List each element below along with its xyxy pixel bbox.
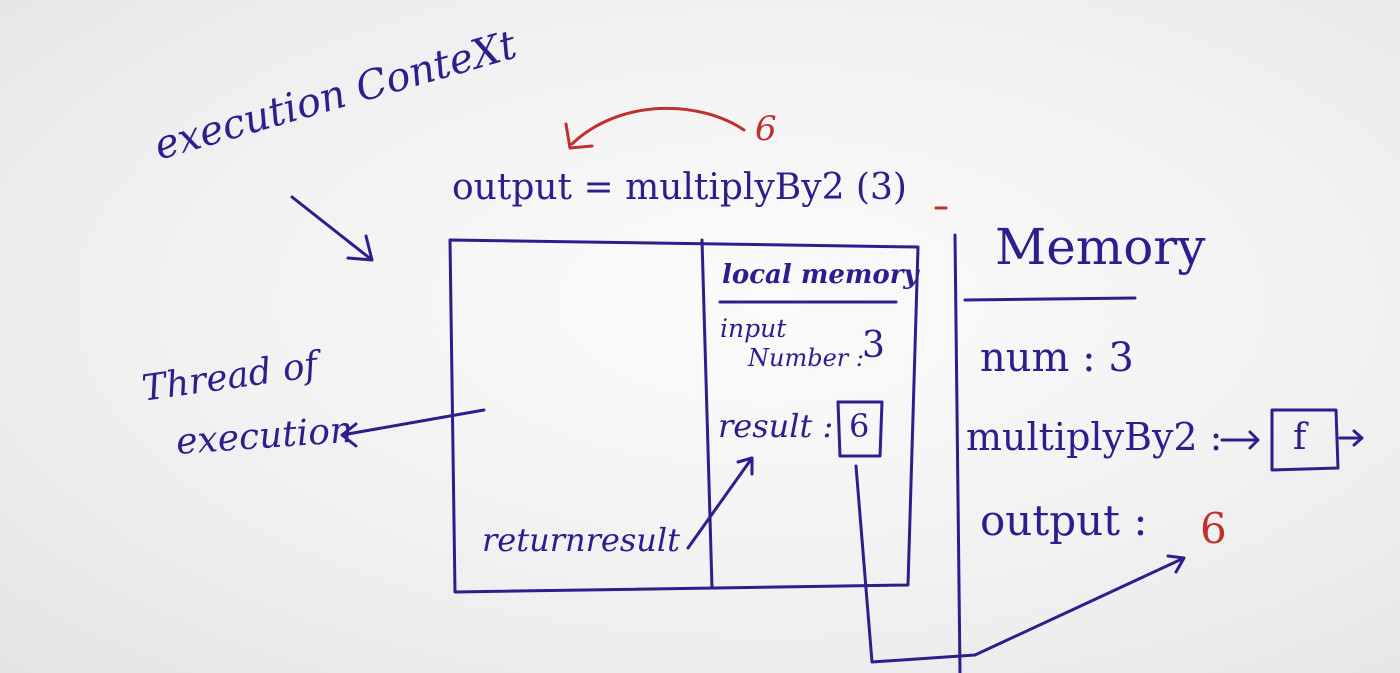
input-label: input: [720, 314, 787, 343]
memory-title: Memory: [995, 218, 1206, 276]
output-call-label: output = multiplyBy2 (3): [452, 167, 907, 208]
local-memory-divider: [700, 238, 714, 590]
function-pointer-arrow: [1220, 430, 1260, 450]
function-box: [1270, 408, 1340, 472]
returned-value-label: 6: [755, 109, 777, 149]
memory-underline: [963, 296, 1137, 302]
multiply-entry: multiplyBy2 :: [966, 415, 1223, 459]
context-pointer-arrow: [290, 195, 374, 262]
input-value: 3: [862, 325, 885, 366]
thread-pointer-arrow: [340, 408, 486, 448]
return-result-arrow: [686, 456, 754, 550]
output-value: 6: [1200, 504, 1227, 553]
result-value-box: [836, 400, 884, 458]
execution-context-box: [448, 238, 920, 594]
function-out-arrow: [1338, 429, 1364, 447]
number-label: Number :: [748, 344, 864, 372]
output-entry: output :: [980, 496, 1148, 545]
result-label: result :: [718, 407, 834, 445]
result-to-output-arrow: [854, 464, 1186, 664]
result-value: 6: [849, 407, 870, 445]
function-box-label: f: [1293, 417, 1307, 458]
return-result-label: returnresult: [482, 521, 680, 559]
local-memory-title: local memory: [722, 260, 919, 290]
memory-divider-line: [953, 233, 962, 673]
return-value-arrow: [564, 106, 746, 150]
num-entry: num : 3: [980, 335, 1134, 381]
